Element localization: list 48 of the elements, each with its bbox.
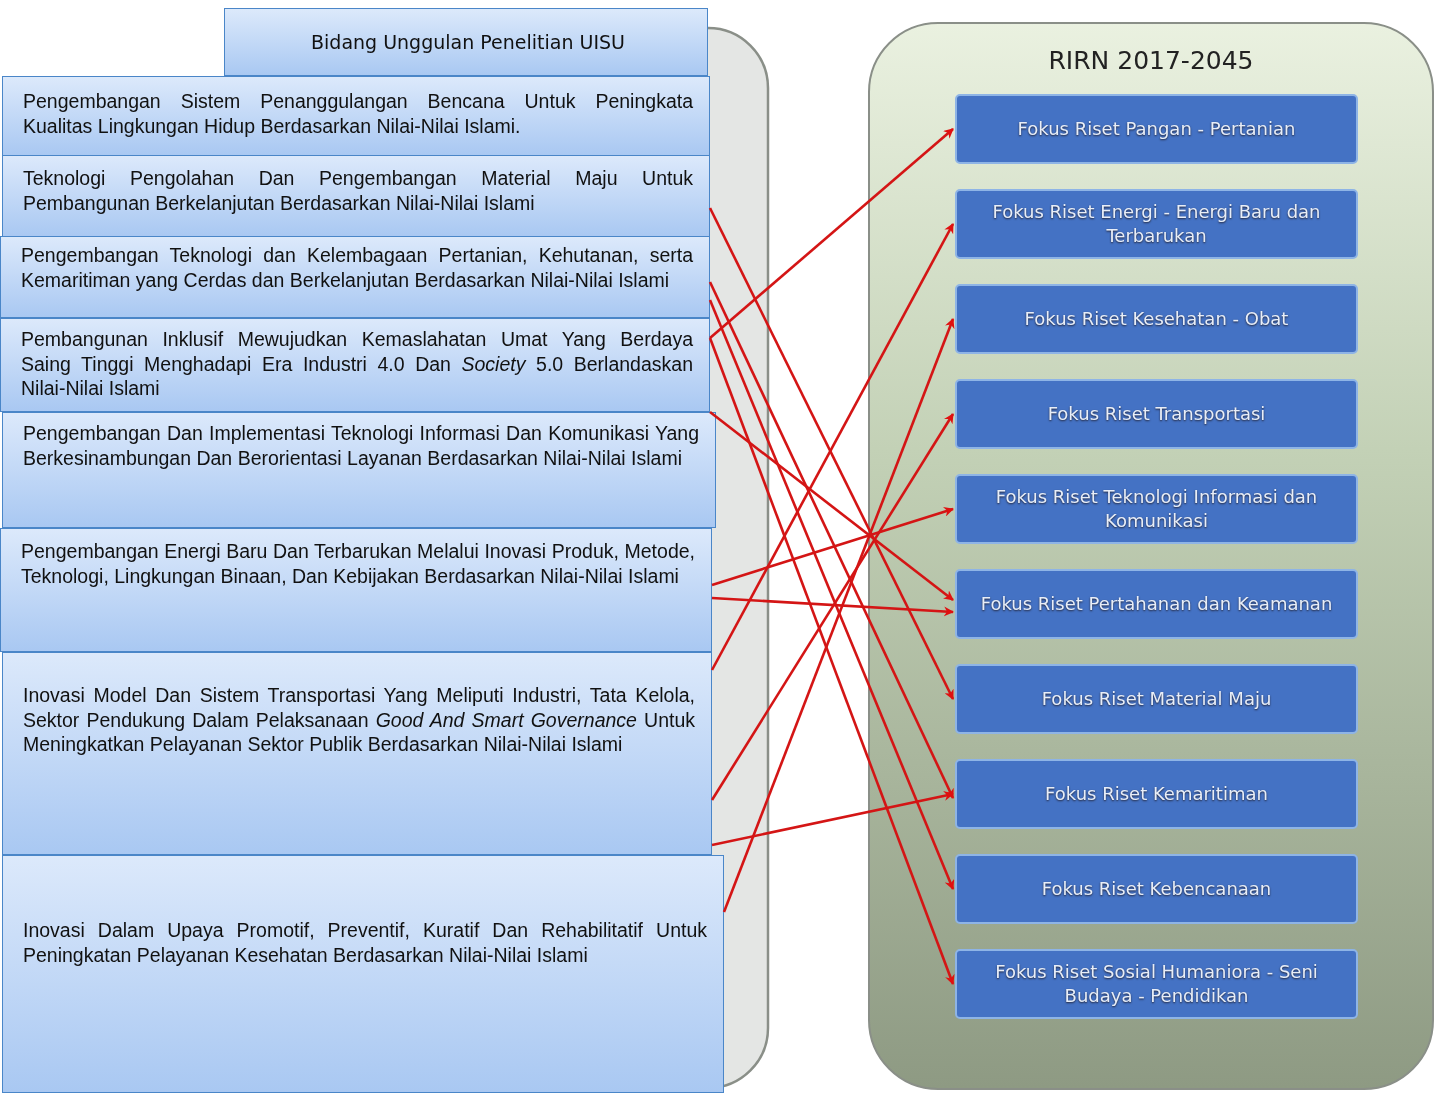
arrow	[710, 413, 955, 801]
box-text: Fokus Riset Pertahanan dan Keamanan	[980, 592, 1333, 616]
focus-box	[955, 569, 1358, 639]
box-text: Pengembangan Teknologi dan Kelembagaan Pertanian, Kehutanan, serta Kemaritiman yang Cerdas dan Berkelanjutan Berdasarkan Nilai-Nilai Islami	[21, 243, 693, 292]
panel-title: RIRN 2017-2045	[1047, 46, 1255, 75]
research-area-box	[2, 412, 716, 528]
box-text: Inovasi Model Dan Sistem Transportasi Yang Meliputi Industri, Tata Kelola, Sektor Pendukung Dalam Pelaksanaan Good And Smart Governance Untuk Meningkatkan Pelayanan Sektor Publik Berdasarkan Nilai-Nilai Islami	[23, 683, 695, 757]
research-area-box	[0, 528, 712, 652]
box-text: Fokus Riset Sosial Humaniora - Seni Budaya - Pendidikan	[994, 960, 1319, 1008]
research-area-box	[0, 236, 710, 318]
header-box	[224, 8, 708, 76]
focus-box	[955, 94, 1358, 164]
box-text: Inovasi Dalam Upaya Promotif, Preventif, Kuratif Dan Rehabilitatif Untuk Peningkatan Pelayanan Kesehatan Berdasarkan Nilai-Nilai Islami	[23, 918, 707, 967]
box-text: Fokus Riset Energi - Energi Baru dan Terbarukan	[991, 200, 1322, 248]
research-area-box	[0, 318, 710, 412]
header-text: Bidang Unggulan Penelitian UISU	[311, 29, 625, 55]
research-area-box	[2, 652, 712, 855]
focus-box	[955, 854, 1358, 924]
box-text: Pembangunan Inklusif Mewujudkan Kemaslahatan Umat Yang Berdaya Saing Tinggi Menghadapi Era Industri 4.0 Dan Society 5.0 Berlandaskan Nilai-Nilai Islami	[21, 327, 693, 401]
box-text: Fokus Riset Teknologi Informasi dan Komunikasi	[994, 485, 1319, 533]
focus-box	[955, 759, 1358, 829]
box-text: Teknologi Pengolahan Dan Pengembangan Material Maju Untuk Pembangunan Berkelanjutan Berdasarkan Nilai-Nilai Islami	[23, 166, 693, 215]
arrow	[711, 596, 954, 617]
box-text: Pengembangan Dan Implementasi Teknologi Informasi Dan Komunikasi Yang Berkesinambungan Dan Berorientasi Layanan Berdasarkan Nilai-Nilai Islami	[23, 421, 699, 470]
box-text: Fokus Riset Kebencanaan	[1041, 877, 1272, 901]
focus-box	[955, 949, 1358, 1019]
arrow	[709, 128, 954, 339]
arrow	[711, 790, 954, 847]
arrow	[709, 410, 954, 602]
research-area-box	[2, 855, 724, 1093]
research-area-box	[2, 155, 710, 237]
focus-box	[955, 189, 1358, 259]
arrow	[708, 337, 955, 985]
box-text: Fokus Riset Pangan - Pertanian	[1017, 117, 1296, 141]
box-text: Fokus Riset Transportasi	[1047, 402, 1266, 426]
focus-box	[955, 664, 1358, 734]
arrow	[711, 506, 954, 587]
box-text: Fokus Riset Kemaritiman	[1045, 782, 1268, 806]
focus-box	[955, 379, 1358, 449]
box-text: Fokus Riset Kesehatan - Obat	[1024, 307, 1289, 331]
focus-box	[955, 474, 1358, 544]
research-area-box	[2, 76, 710, 156]
arrow	[708, 281, 955, 799]
focus-panel	[868, 22, 1434, 1090]
focus-box	[955, 284, 1358, 354]
box-text: Pengembangan Sistem Penanggulangan Bencana Untuk Peningkata Kualitas Lingkungan Hidup Berdasarkan Nilai-Nilai Islami.	[23, 89, 693, 138]
box-text: Fokus Riset Material Maju	[1041, 687, 1272, 711]
box-text: Pengembangan Energi Baru Dan Terbarukan Melalui Inovasi Produk, Metode, Teknologi, Lingkungan Binaan, Dan Kebijakan Berdasarkan Nilai-Nilai Islami	[21, 539, 695, 588]
